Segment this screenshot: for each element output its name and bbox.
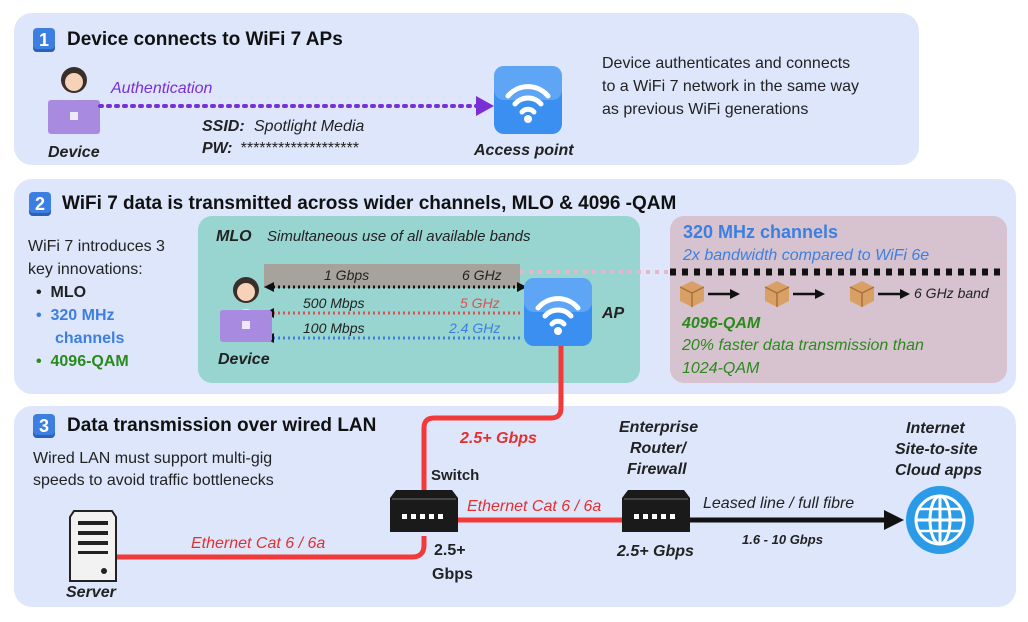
leased-speed: 1.6 - 10 Gbps — [742, 532, 823, 547]
switch-icon — [390, 490, 458, 532]
section-3-desc-2: speeds to avoid traffic bottlenecks — [33, 472, 274, 489]
bullet-320mhz-2: channels — [55, 330, 125, 347]
access-point-label: Access point — [474, 142, 574, 159]
globe-icon — [906, 486, 974, 554]
router-line-2: Router/ — [630, 440, 686, 457]
router-icon — [622, 490, 690, 532]
ssid-value: Spotlight Media — [254, 118, 365, 135]
section-3-desc-1: Wired LAN must support multi-gig — [33, 450, 273, 467]
bullet-4096qam: • 4096-QAM — [36, 353, 129, 370]
server-label: Server — [66, 584, 116, 601]
device-icon — [48, 67, 100, 134]
section-1-desc-1: Device authenticates and connects — [602, 55, 851, 72]
bullet-320mhz: • 320 MHz — [36, 307, 115, 324]
link-24ghz-rate: 100 Mbps — [303, 320, 365, 336]
section-1-number: 1 — [33, 28, 55, 52]
bullet-mlo: • MLO — [36, 284, 87, 301]
section-1-desc-2: to a WiFi 7 network in the same way — [602, 78, 859, 95]
channels-subtitle: 2x bandwidth compared to WiFi 6e — [683, 247, 930, 264]
wifi-access-point-icon — [494, 66, 562, 134]
mlo-title: MLO — [216, 228, 252, 245]
ap-label: AP — [602, 305, 625, 322]
ap-switch-speed: 2.5+ Gbps — [460, 430, 537, 447]
router-line-1: Enterprise — [619, 419, 699, 436]
section-2-title: WiFi 7 data is transmitted across wider … — [62, 193, 677, 214]
qam-line-2: 1024-QAM — [682, 360, 760, 377]
mlo-device-label: Device — [218, 351, 270, 368]
pw-key: PW: — [202, 140, 233, 157]
switch-speed-1: 2.5+ — [434, 542, 466, 559]
switch-label: Switch — [431, 467, 480, 484]
mlo-subtitle: Simultaneous use of all available bands — [267, 228, 531, 245]
internet-line-3: Cloud apps — [895, 462, 983, 479]
cable-server-switch-label: Ethernet Cat 6 / 6a — [191, 535, 326, 552]
router-speed: 2.5+ Gbps — [617, 543, 694, 560]
link-5ghz-band: 5 GHz — [460, 295, 500, 311]
link-6ghz-rate: 1 Gbps — [324, 267, 370, 283]
channels-box — [670, 216, 1007, 383]
packet-icons — [679, 281, 910, 307]
internet-line-1: Internet — [906, 420, 965, 437]
cable-switch-router-label: Ethernet Cat 6 / 6a — [467, 498, 602, 515]
section-3-panel — [14, 406, 1016, 607]
section-1-desc-3: as previous WiFi generations — [602, 101, 809, 118]
device-icon-mlo — [220, 277, 272, 342]
pw-value: ******************* — [240, 140, 359, 157]
switch-speed-2: Gbps — [432, 566, 473, 583]
router-line-3: Firewall — [627, 461, 687, 478]
leased-line-label: Leased line / full fibre — [703, 495, 855, 512]
section-1-title: Device connects to WiFi 7 APs — [67, 29, 343, 50]
qam-title: 4096-QAM — [682, 315, 761, 332]
ssid-key: SSID: — [202, 118, 245, 135]
server-icon — [69, 510, 117, 582]
device-label: Device — [48, 144, 100, 161]
internet-line-2: Site-to-site — [895, 441, 978, 458]
authentication-label: Authentication — [111, 80, 213, 97]
section-2-number: 2 — [29, 192, 51, 216]
channels-title: 320 MHz channels — [683, 222, 839, 242]
link-6ghz-band: 6 GHz — [462, 267, 502, 283]
intro-line-1: WiFi 7 introduces 3 — [28, 238, 165, 255]
link-24ghz-band: 2.4 GHz — [449, 320, 501, 336]
link-5ghz-rate: 500 Mbps — [303, 295, 365, 311]
section-3-number: 3 — [33, 414, 55, 438]
section-3-title: Data transmission over wired LAN — [67, 415, 377, 436]
intro-line-2: key innovations: — [28, 261, 143, 278]
section-1-panel — [14, 13, 919, 165]
ap-wifi-icon — [524, 278, 592, 346]
band-label: 6 GHz band — [914, 285, 989, 301]
qam-line-1: 20% faster data transmission than — [682, 337, 924, 354]
